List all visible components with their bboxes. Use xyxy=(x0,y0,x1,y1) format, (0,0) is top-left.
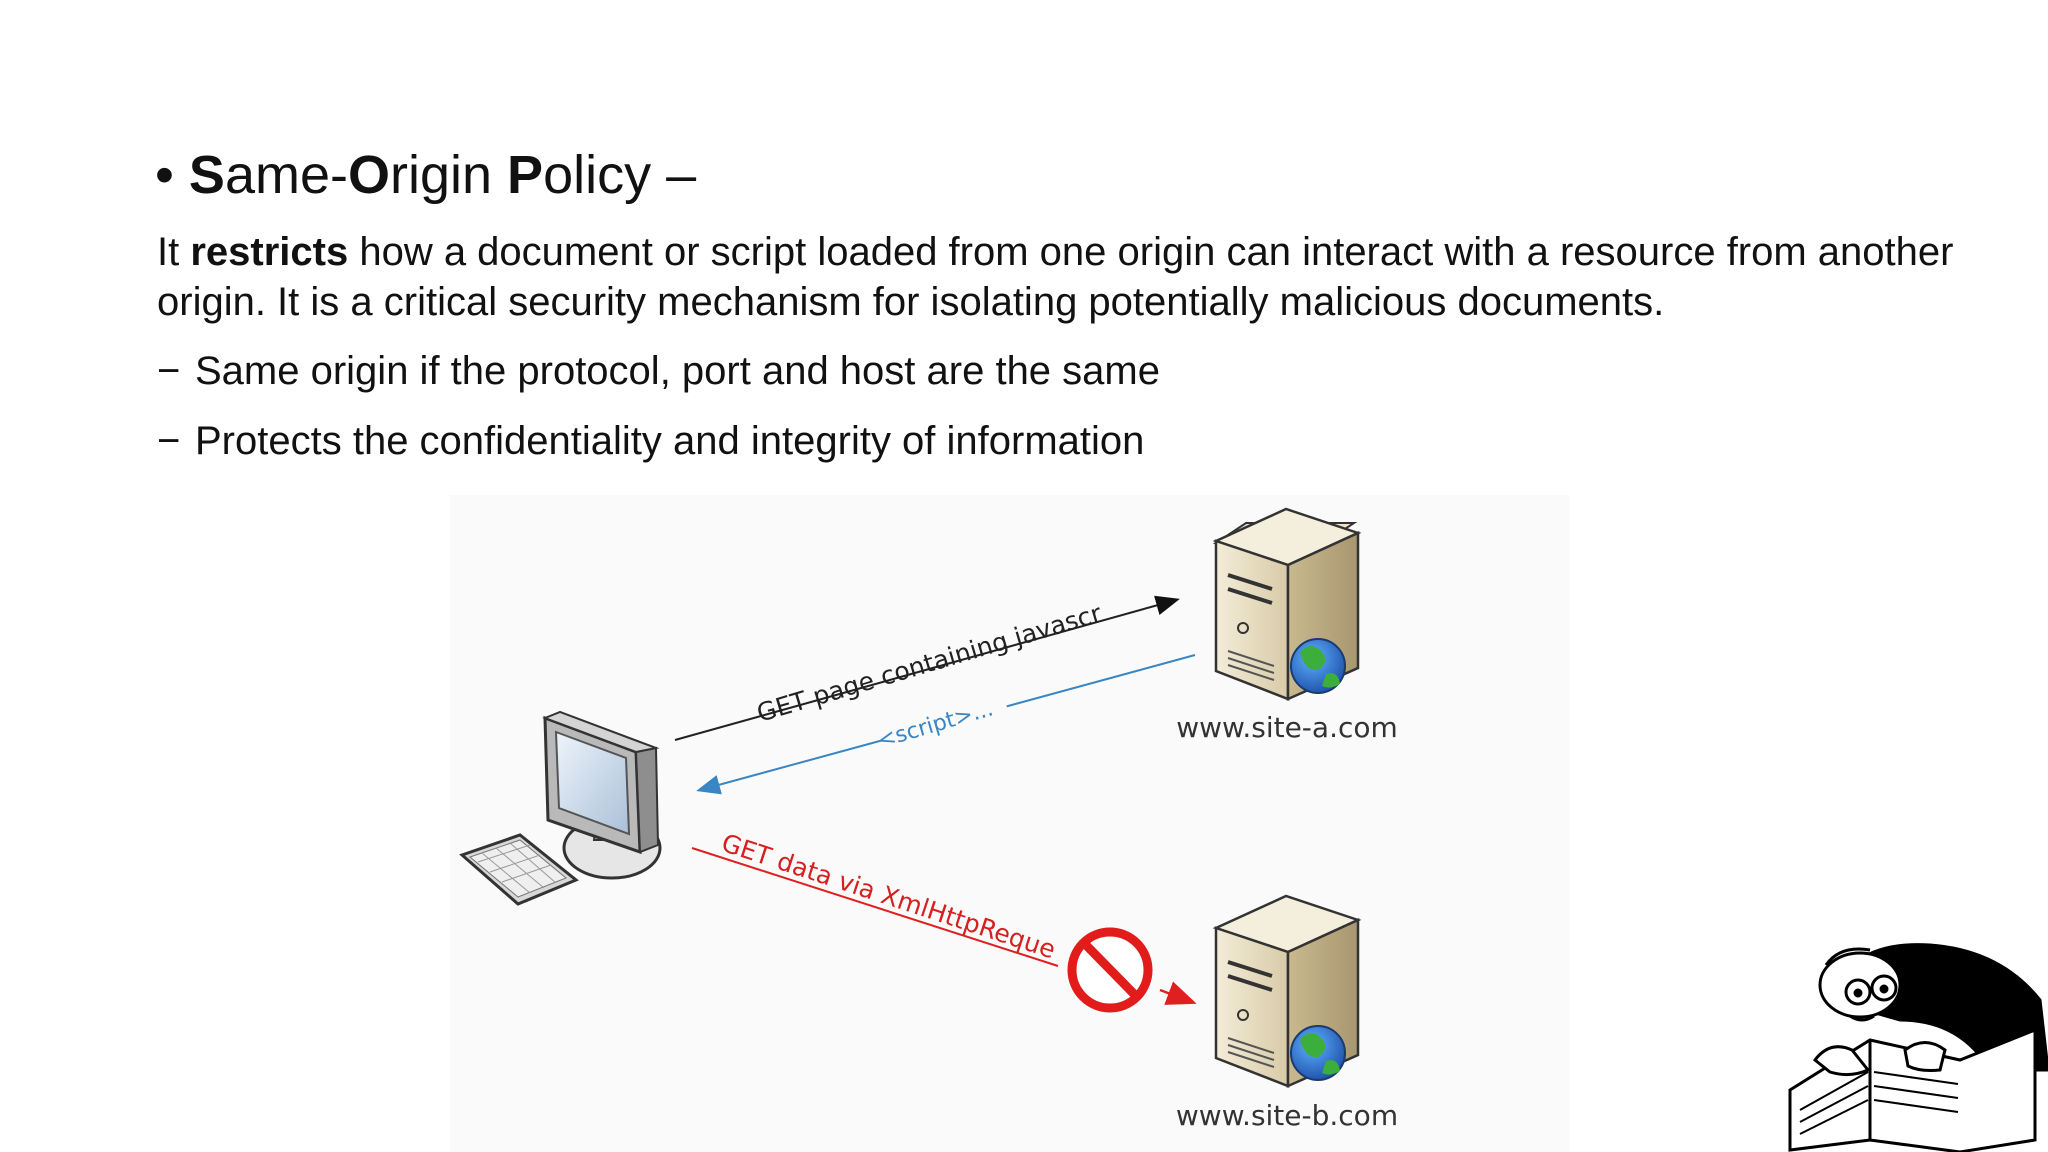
client-computer-icon xyxy=(459,710,662,906)
title-part-ame: ame- xyxy=(224,145,348,205)
slide-title: • Same-Origin Policy – xyxy=(155,140,696,210)
para-part-1: It xyxy=(157,230,191,274)
request-arrow xyxy=(674,595,1180,741)
sub-bullet-marker: − xyxy=(157,419,181,463)
reading-character-icon xyxy=(1788,943,2048,1152)
server-b-label: www.site-b.com xyxy=(1176,1099,1398,1132)
title-part-rigin: rigin xyxy=(390,145,508,205)
blocked-request-line xyxy=(691,847,1059,967)
title-part-o: O xyxy=(347,145,390,205)
title-part-s: S xyxy=(188,145,225,205)
blocked-request-arrowhead xyxy=(1159,981,1197,1005)
blocked-icon xyxy=(1067,927,1153,1013)
sub-bullet-text: Same origin if the protocol, port and ho… xyxy=(195,349,1160,393)
title-bullet: • xyxy=(155,145,174,205)
sub-bullet-text: Protects the confidentiality and integri… xyxy=(195,419,1145,463)
sub-bullet-marker: − xyxy=(157,349,181,393)
definition-paragraph: It restricts how a document or script lo… xyxy=(157,227,1997,327)
para-part-3: how a document or script loaded from one… xyxy=(157,230,1954,324)
globe-icon xyxy=(1290,1025,1346,1081)
server-a-label: www.site-a.com xyxy=(1176,711,1398,744)
title-part-p: P xyxy=(507,145,544,205)
sub-bullet-protects: −Protects the confidentiality and integr… xyxy=(157,416,1144,466)
title-part-olicy: olicy – xyxy=(543,145,697,205)
sub-bullet-same-origin: −Same origin if the protocol, port and h… xyxy=(157,346,1160,396)
para-emphasis: restricts xyxy=(190,230,349,274)
globe-icon xyxy=(1290,638,1346,694)
